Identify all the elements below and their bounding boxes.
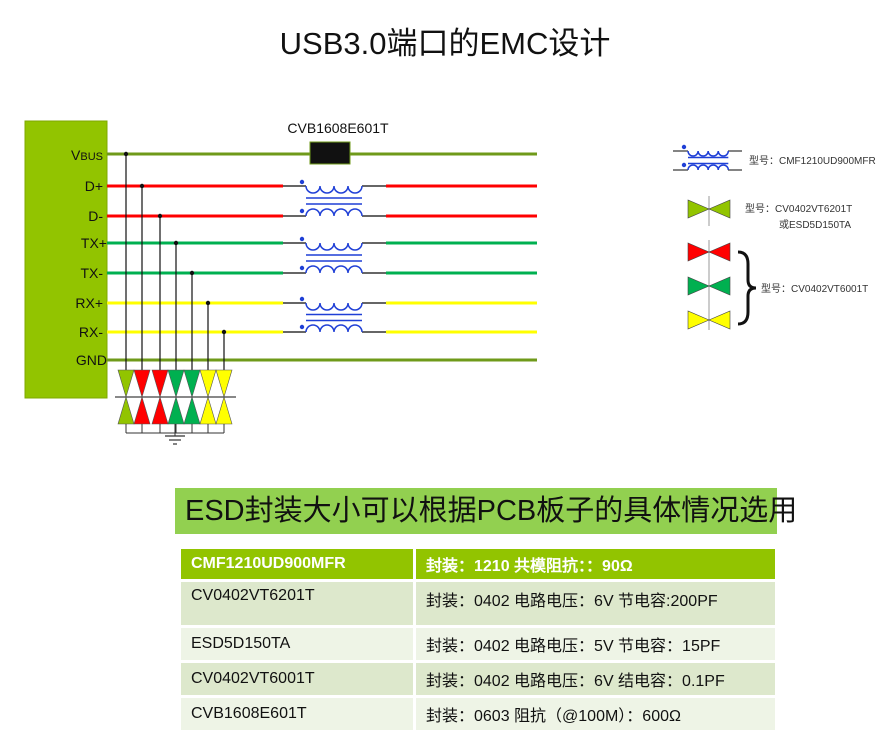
legend-green-tvs-text: 型号：CV0402VT6201T bbox=[745, 202, 852, 215]
tvs-diode-lower bbox=[117, 395, 135, 425]
part-spec: 封装：0603 阻抗（@100M）：600Ω bbox=[413, 695, 778, 733]
table-row: ESD5D150TA 封装：0402 电路电压：5V 节电容：15PF bbox=[178, 625, 778, 663]
brace-icon bbox=[737, 250, 757, 326]
polarity-dot bbox=[299, 179, 305, 185]
table-row: CVB1608E601T 封装：0603 阻抗（@100M）：600Ω bbox=[178, 695, 778, 733]
tvs-diode-upper bbox=[117, 369, 135, 399]
common-mode-choke-icon bbox=[299, 236, 363, 274]
tvs-triangle bbox=[708, 199, 731, 219]
usb3-emc-schematic: VBUS D+ D- TX+ TX- RX+ RX- GND CVB1608E6… bbox=[24, 120, 876, 445]
tvs-diode-lower bbox=[199, 395, 217, 425]
part-number: CV0402VT6001T bbox=[178, 660, 416, 698]
junction-dot bbox=[221, 329, 227, 335]
ferrite-bead-label: CVB1608E601T bbox=[287, 120, 389, 136]
tvs-triangle bbox=[687, 242, 710, 262]
polarity-dot bbox=[299, 324, 305, 330]
part-number: ESD5D150TA bbox=[178, 625, 416, 663]
pin-label-rxminus: RX- bbox=[79, 324, 103, 340]
tvs-triangle bbox=[708, 276, 731, 296]
page-title: USB3.0端口的EMC设计 bbox=[279, 26, 611, 61]
tvs-diode-lower bbox=[151, 395, 169, 425]
part-spec: 封装：1210 共模阻抗：：90Ω bbox=[413, 546, 778, 582]
tvs-diode-lower bbox=[167, 395, 185, 425]
tvs-triangle bbox=[708, 242, 731, 262]
polarity-dot bbox=[299, 208, 305, 214]
coil-winding bbox=[305, 242, 363, 251]
part-number: CVB1608E601T bbox=[178, 695, 416, 733]
pin-label-rxplus: RX+ bbox=[75, 295, 103, 311]
junction-dot bbox=[189, 270, 195, 276]
part-spec: 封装：0402 电路电压：6V 节电容:200PF bbox=[413, 579, 778, 628]
coil-winding bbox=[687, 164, 730, 171]
tvs-diode-lower bbox=[215, 395, 233, 425]
part-number: CMF1210UD900MFR bbox=[178, 546, 416, 582]
tvs-diode-upper bbox=[133, 369, 151, 399]
table-row: CV0402VT6001T 封装：0402 电路电压：6V 结电容：0.1PF bbox=[178, 660, 778, 698]
usb-connector-block bbox=[24, 120, 108, 399]
coil-winding bbox=[305, 265, 363, 274]
part-spec: 封装：0402 电路电压：6V 结电容：0.1PF bbox=[413, 660, 778, 698]
polarity-dot bbox=[681, 144, 687, 150]
pin-label-vbus: VBUS bbox=[71, 147, 103, 163]
pin-label-dplus: D+ bbox=[85, 178, 103, 194]
tvs-triangle bbox=[687, 199, 710, 219]
junction-dot bbox=[173, 240, 179, 246]
coil-winding bbox=[305, 302, 363, 311]
pin-label-txplus: TX+ bbox=[81, 235, 107, 251]
tvs-diode-lower bbox=[183, 395, 201, 425]
junction-dot bbox=[205, 300, 211, 306]
ground-symbol-icon bbox=[165, 424, 185, 445]
tvs-diode-upper bbox=[167, 369, 185, 399]
table-row: CMF1210UD900MFR 封装：1210 共模阻抗：：90Ω bbox=[178, 546, 778, 582]
common-mode-choke-icon bbox=[299, 296, 363, 333]
pin-label-dminus: D- bbox=[88, 208, 103, 224]
junction-dot bbox=[139, 183, 145, 189]
tvs-diode-lower bbox=[133, 395, 151, 425]
legend-group-tvs-icon bbox=[687, 240, 731, 330]
tvs-diode-upper bbox=[199, 369, 217, 399]
esd-package-banner: ESD封装大小可以根据PCB板子的具体情况选用 bbox=[175, 488, 797, 534]
component-spec-table: CMF1210UD900MFR 封装：1210 共模阻抗：：90Ω CV0402… bbox=[178, 546, 778, 733]
tvs-triangle bbox=[687, 276, 710, 296]
coil-winding bbox=[305, 208, 363, 217]
junction-dot bbox=[157, 213, 163, 219]
tvs-triangle bbox=[687, 310, 710, 330]
legend-green-tvs-alt: 或ESD5D150TA bbox=[779, 219, 851, 231]
pin-label-txminus: TX- bbox=[80, 265, 103, 281]
part-spec: 封装：0402 电路电压：5V 节电容：15PF bbox=[413, 625, 778, 663]
coil-winding bbox=[687, 150, 730, 157]
legend-group-tvs-text: 型号：CV0402VT6001T bbox=[761, 282, 868, 295]
common-mode-choke-icon bbox=[299, 179, 363, 217]
pin-label-gnd: GND bbox=[76, 352, 107, 368]
polarity-dot bbox=[299, 296, 305, 302]
tvs-diode-upper bbox=[151, 369, 169, 399]
coil-winding bbox=[305, 324, 363, 333]
ferrite-bead bbox=[309, 141, 351, 165]
junction-dot bbox=[123, 151, 129, 157]
legend-choke-icon bbox=[673, 144, 742, 171]
legend-green-tvs-icon bbox=[687, 196, 731, 226]
polarity-dot bbox=[299, 265, 305, 271]
polarity-dot bbox=[681, 162, 687, 168]
legend-choke-text: 型号：CMF1210UD900MFR bbox=[749, 154, 876, 167]
part-number: CV0402VT6201T bbox=[178, 579, 416, 628]
table-row: CV0402VT6201T 封装：0402 电路电压：6V 节电容:200PF bbox=[178, 579, 778, 628]
polarity-dot bbox=[299, 236, 305, 242]
coil-winding bbox=[305, 185, 363, 194]
tvs-diode-upper bbox=[215, 369, 233, 399]
tvs-diode-upper bbox=[183, 369, 201, 399]
tvs-triangle bbox=[708, 310, 731, 330]
